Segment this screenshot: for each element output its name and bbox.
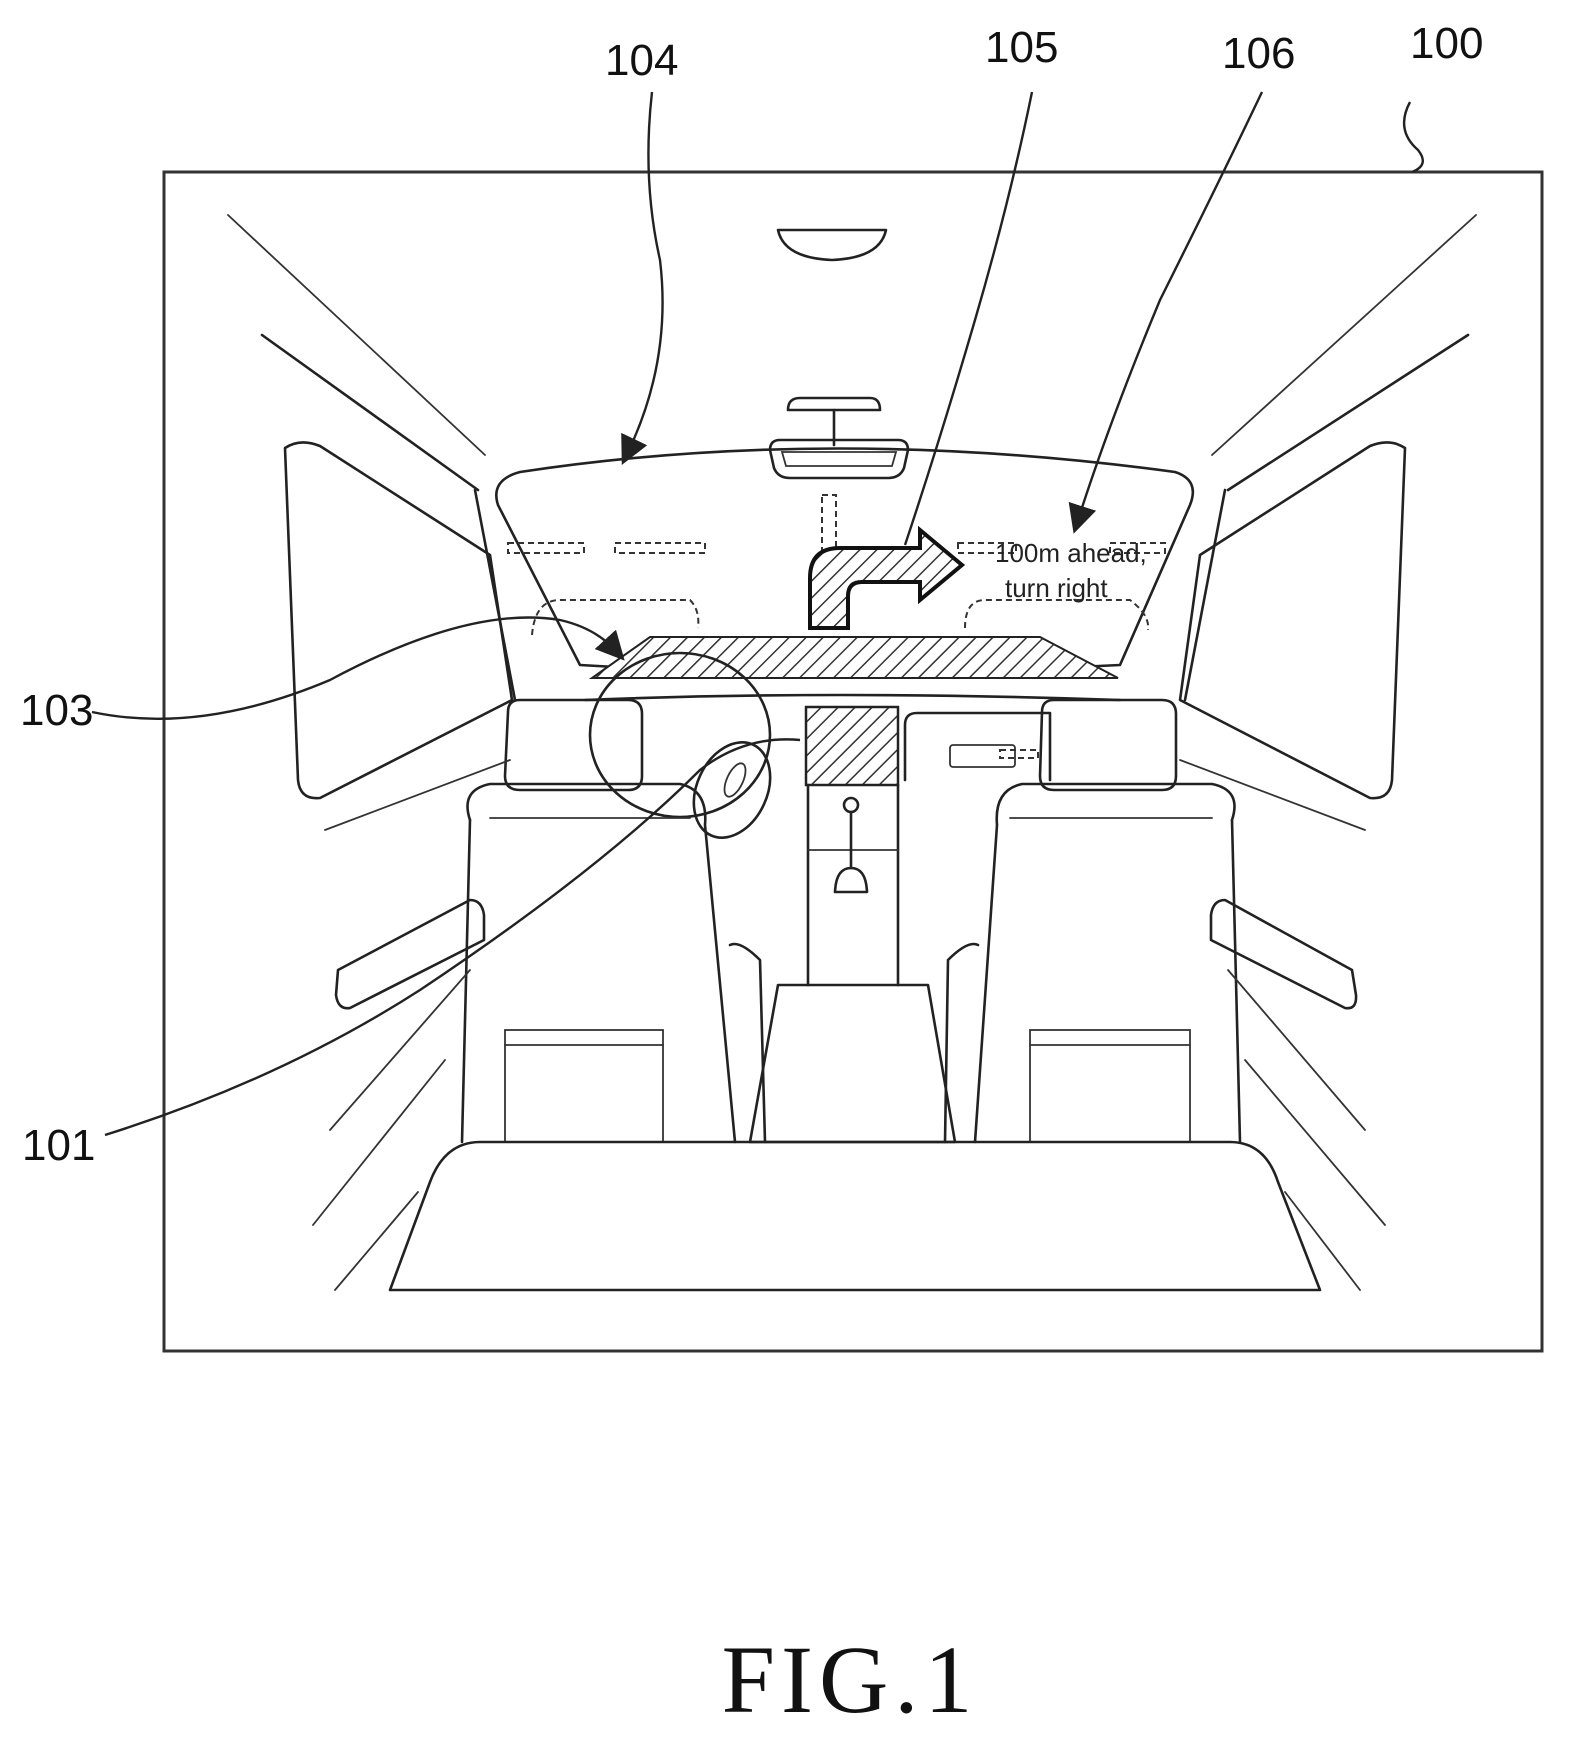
- center-console: [730, 785, 978, 1142]
- hud-text-line-1: 100m ahead,: [995, 538, 1147, 568]
- dashboard: [585, 695, 1120, 700]
- leader-105: [905, 92, 1032, 545]
- right-seat: [975, 784, 1240, 1142]
- ref-label-104: 104: [605, 36, 678, 85]
- dome-light: [778, 230, 886, 260]
- left-headrest: [505, 700, 642, 790]
- left-armrest: [336, 900, 484, 1008]
- right-a-pillar: [1185, 490, 1225, 700]
- right-armrest: [1211, 900, 1356, 1008]
- left-seat: [462, 784, 735, 1142]
- left-side-window: [285, 442, 512, 798]
- turn-right-arrow-icon: [810, 530, 962, 628]
- leader-100: [1404, 102, 1423, 172]
- leader-101: [105, 739, 800, 1135]
- ref-label-105: 105: [985, 23, 1058, 72]
- rearview-mirror: [770, 398, 908, 478]
- floor-lines: [313, 760, 1385, 1290]
- ref-label-101: 101: [22, 1121, 95, 1170]
- ref-label-106: 106: [1222, 29, 1295, 78]
- gear-shift: [835, 798, 867, 892]
- right-side-window: [1180, 442, 1405, 798]
- figure-caption: FIG.1: [722, 1626, 979, 1733]
- hud-text-line-2: turn right: [1005, 573, 1108, 603]
- glovebox: [905, 713, 1050, 780]
- rear-seat-bench: [390, 1142, 1320, 1290]
- left-a-pillar: [475, 490, 515, 700]
- steering-wheel: [590, 653, 785, 850]
- right-headrest: [1040, 700, 1176, 790]
- leader-103: [92, 618, 615, 719]
- leader-104: [628, 92, 663, 452]
- ref-label-103: 103: [20, 686, 93, 735]
- ref-label-100: 100: [1410, 19, 1483, 68]
- hud-projection-area: [592, 637, 1118, 678]
- leader-106: [1078, 92, 1262, 520]
- center-display: [806, 707, 898, 785]
